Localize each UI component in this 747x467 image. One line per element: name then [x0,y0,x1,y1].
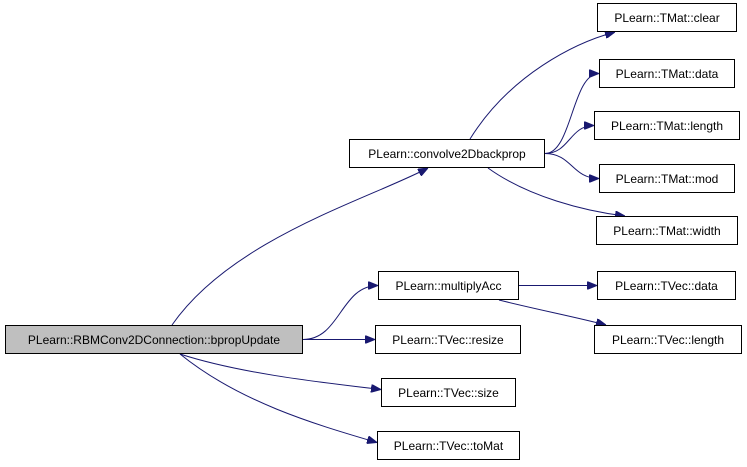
node-tvec-tomat[interactable]: PLearn::TVec::toMat [377,431,520,460]
edge-root-to-tvec_size [179,353,381,390]
node-tvec-resize[interactable]: PLearn::TVec::resize [375,325,521,354]
node-tmat-length[interactable]: PLearn::TMat::length [594,111,740,140]
edge-root-to-multiplyAcc [302,286,378,340]
node-multiplyacc[interactable]: PLearn::multiplyAcc [378,271,519,300]
edge-convolve2Dbackprop-to-tmat_width [487,167,625,216]
edge-convolve2Dbackprop-to-tmat_mod [544,153,599,179]
node-tvec-size[interactable]: PLearn::TVec::size [381,378,516,407]
node-rbmconv2dconnection-bpropupdate: PLearn::RBMConv2DConnection::bpropUpdate [5,325,303,354]
edge-convolve2Dbackprop-to-tmat_clear [469,32,615,140]
node-tmat-width[interactable]: PLearn::TMat::width [596,216,738,245]
node-tmat-data[interactable]: PLearn::TMat::data [599,59,735,88]
node-tmat-clear[interactable]: PLearn::TMat::clear [597,3,737,32]
node-convolve2dbackprop[interactable]: PLearn::convolve2Dbackprop [349,139,545,168]
node-tvec-length[interactable]: PLearn::TVec::length [594,325,742,354]
edge-convolve2Dbackprop-to-tmat_data [544,74,600,154]
node-tvec-data[interactable]: PLearn::TVec::data [597,271,736,300]
edge-multiplyAcc-to-tvec_length [498,299,606,325]
node-tmat-mod[interactable]: PLearn::TMat::mod [599,164,735,193]
edge-root-to-convolve2Dbackprop [171,168,428,326]
edge-root-to-tvec_toMat [179,353,377,443]
edge-convolve2Dbackprop-to-tmat_length [544,126,594,154]
